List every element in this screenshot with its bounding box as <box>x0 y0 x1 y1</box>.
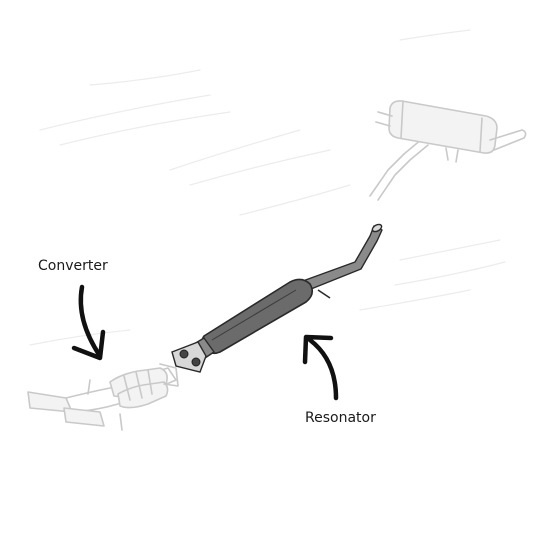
resonator-part <box>171 223 383 373</box>
converter-label: Converter <box>38 258 108 274</box>
resonator-arrow <box>302 334 339 401</box>
converter-arrow <box>71 284 106 361</box>
resonator-label: Resonator <box>305 410 376 426</box>
background-sketch <box>29 29 506 346</box>
converter-part <box>27 363 179 431</box>
rear-muffler <box>369 100 527 201</box>
